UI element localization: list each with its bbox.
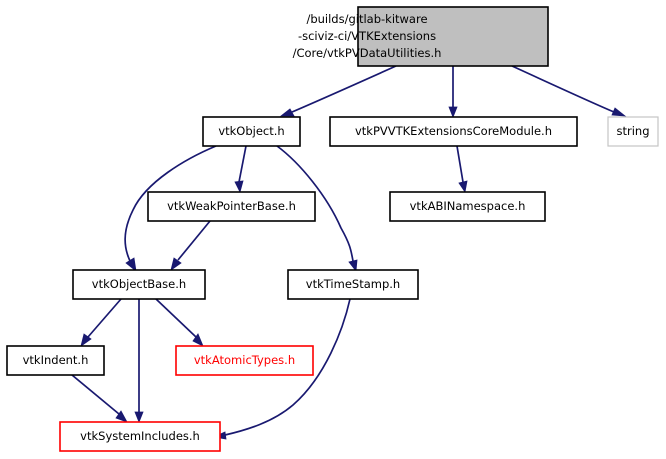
graph-node-vtkObjectBase[interactable]: vtkObjectBase.h [72,269,206,300]
graph-node-root[interactable]: /builds/gitlab-kitware -sciviz-ci/VTKExte… [293,6,549,67]
graph-node-vtkTimeStamp[interactable]: vtkTimeStamp.h [287,269,419,300]
arrowhead-icon [125,257,137,272]
node-box[interactable] [607,116,659,147]
edge-line [177,220,211,261]
edge-line [224,298,351,436]
graph-edge [276,145,358,273]
node-label: string [616,124,649,138]
node-box[interactable] [357,6,549,67]
arrowhead-icon [170,257,182,271]
graph-node-vtkObject[interactable]: vtkObject.h [202,116,301,147]
graph-edge [134,299,144,424]
graph-node-vtkAtomicTypes[interactable]: vtkAtomicTypes.h [175,345,314,376]
graph-edge [80,298,122,347]
node-label: vtkObject.h [218,124,284,138]
graph-edge [448,66,458,119]
graph-edge [511,65,627,117]
graph-edge [234,145,247,194]
node-box[interactable] [72,269,206,300]
node-label: vtkWeakPointerBase.h [167,199,296,213]
node-label: /Core/vtkPVDataUtilities.h [293,46,442,60]
node-label: vtkIndent.h [23,353,89,367]
arrowhead-icon [192,333,204,347]
arrowhead-icon [348,259,358,273]
arrowhead-icon [458,180,468,194]
arrowhead-icon [115,410,128,423]
node-box[interactable] [6,345,105,376]
edge-line [276,145,354,262]
graph-edge [155,298,204,347]
edge-line [71,374,120,415]
node-box[interactable] [287,269,419,300]
graph-edge [170,220,211,271]
edge-line [155,298,197,338]
edge-line [511,65,615,113]
node-box[interactable] [59,421,221,452]
graph-node-vtkSystemIncludes[interactable]: vtkSystemIncludes.h [59,421,221,452]
graph-node-vtkABINamespace[interactable]: vtkABINamespace.h [389,191,546,222]
node-box[interactable] [175,345,314,376]
node-box[interactable] [329,116,578,147]
arrowhead-icon [134,411,144,424]
graph-edge [456,145,468,194]
node-label: -sciviz-ci/VTKExtensions [298,29,436,43]
edge-line [87,298,122,338]
graph-node-vtkPVVTKExtensionsCoreModule[interactable]: vtkPVVTKExtensionsCoreModule.h [329,116,578,147]
node-label: vtkObjectBase.h [92,277,186,291]
node-label: vtkAtomicTypes.h [194,353,295,367]
node-box[interactable] [147,191,316,222]
edge-line [124,145,217,262]
graph-node-vtkWeakPointerBase[interactable]: vtkWeakPointerBase.h [147,191,316,222]
node-box[interactable] [389,191,546,222]
arrowhead-icon [611,107,627,117]
edge-line [456,145,464,183]
node-label: vtkABINamespace.h [410,199,526,213]
node-box[interactable] [202,116,301,147]
arrowhead-icon [80,333,92,347]
graph-node-vtkIndent[interactable]: vtkIndent.h [6,345,105,376]
arrowhead-icon [448,106,458,119]
arrowhead-icon [234,180,244,194]
graph-edge [71,374,128,423]
edge-line [238,145,247,183]
graph-edge [279,65,397,117]
node-label: vtkPVVTKExtensionsCoreModule.h [355,124,552,138]
graph-node-string[interactable]: string [607,116,659,147]
node-label: vtkSystemIncludes.h [80,429,200,443]
node-label: vtkTimeStamp.h [306,277,400,291]
edge-line [291,65,397,113]
graph-edge [124,145,217,272]
arrowhead-icon [279,108,295,117]
node-label: /builds/gitlab-kitware [306,12,427,26]
nodes-layer: /builds/gitlab-kitware -sciviz-ci/VTKExte… [6,6,659,452]
